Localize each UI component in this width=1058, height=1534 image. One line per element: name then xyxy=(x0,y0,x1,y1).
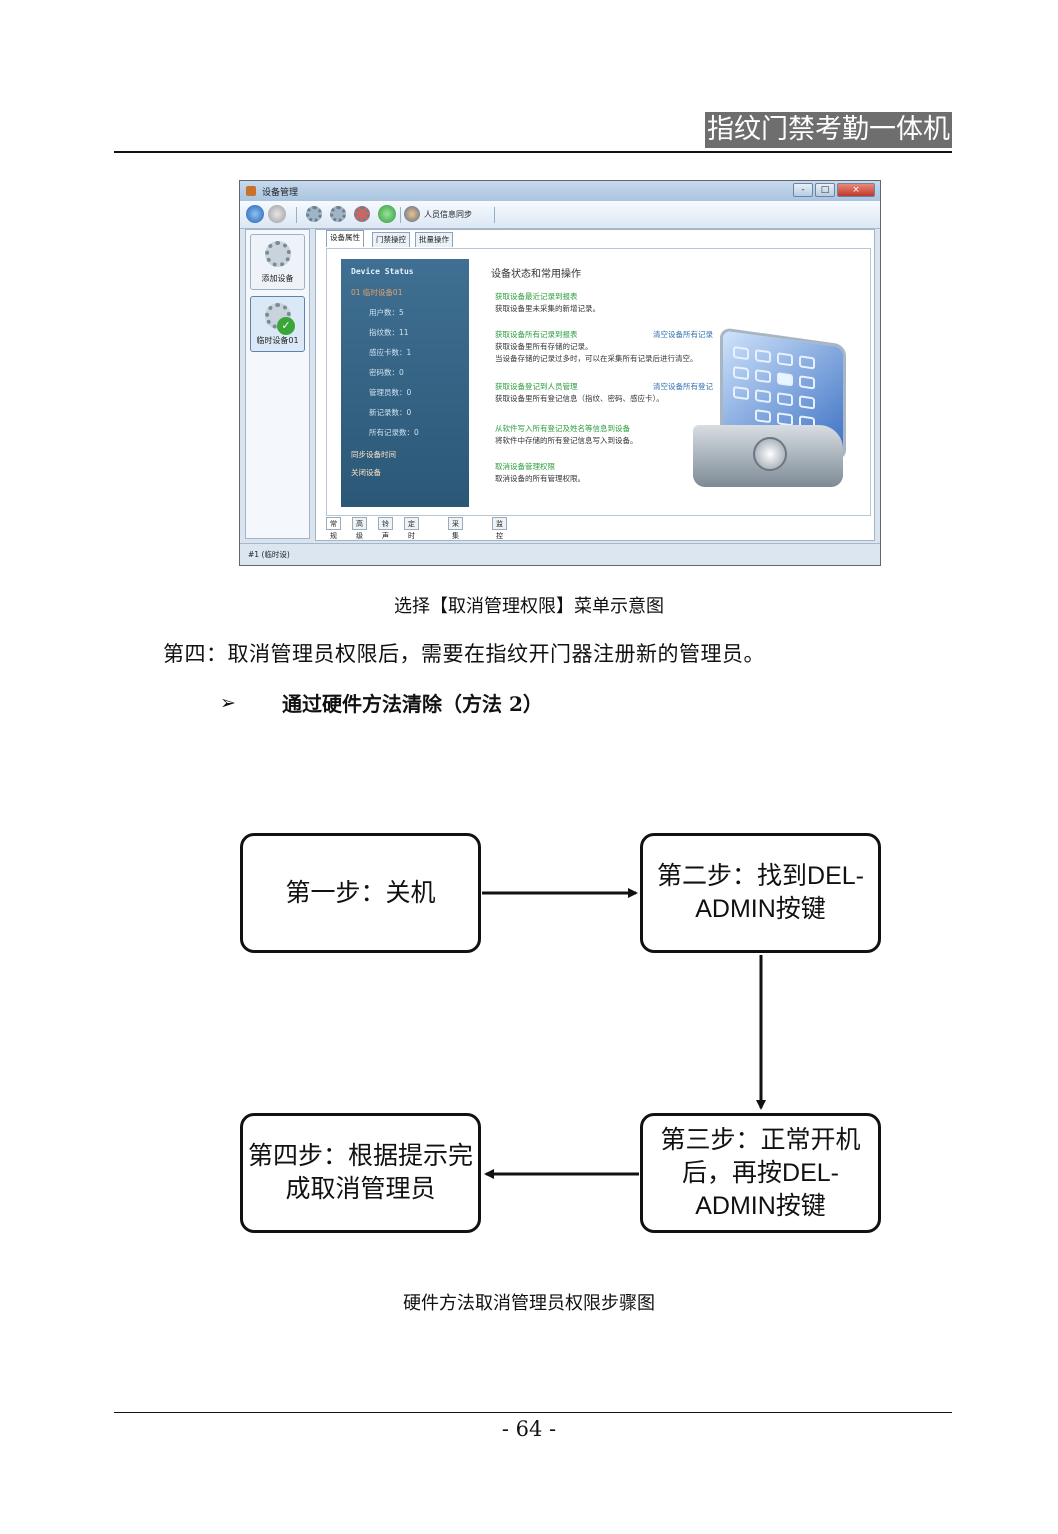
tab-content: Device Status 01 临时设备01 用户数：5 指纹数：11 感应卡… xyxy=(326,248,871,516)
temp-device-button[interactable]: ✓ 临时设备01 xyxy=(250,296,305,352)
bottom-tab-bell[interactable]: 铃声 xyxy=(378,517,393,540)
tab-batch-operations[interactable]: 批量操作 xyxy=(415,232,453,247)
header-rule xyxy=(114,151,952,153)
operations-panel: 设备状态和常用操作 获取设备最近记录到报表 获取设备里未采集的新增记录。 获取设… xyxy=(481,249,871,509)
method-subheading: 通过硬件方法清除（方法 2） xyxy=(282,692,543,716)
op-link-clear-records[interactable]: 清空设备所有记录 xyxy=(653,330,713,339)
user-sync-icon[interactable] xyxy=(404,206,420,222)
toolbar-separator xyxy=(494,207,495,223)
op-link-enrollments[interactable]: 获取设备登记到人员管理 xyxy=(495,382,578,391)
flow-step-2: 第二步：找到DEL-ADMIN按键 xyxy=(640,833,881,953)
add-device-label: 添加设备 xyxy=(261,274,294,283)
window-titlebar: 设备管理 - □ × xyxy=(240,181,880,201)
op-desc-recent-records: 获取设备里未采集的新增记录。 xyxy=(495,304,600,313)
op-link-recent-records[interactable]: 获取设备最近记录到报表 xyxy=(495,292,578,301)
op-link-write-to-device[interactable]: 从软件写入所有登记及姓名等信息到设备 xyxy=(495,424,630,433)
status-device-name[interactable]: 01 临时设备01 xyxy=(351,288,403,297)
main-pane: 设备属性 门禁操控 批量操作 Device Status 01 临时设备01 用… xyxy=(315,229,875,564)
status-admin-count: 管理员数：0 xyxy=(369,388,412,397)
device-search-icon[interactable] xyxy=(330,206,346,222)
temp-device-label: 临时设备01 xyxy=(256,336,299,345)
op-desc-enrollments: 获取设备里所有登记信息（指纹、密码、感应卡）。 xyxy=(495,394,664,403)
connected-check-icon: ✓ xyxy=(277,317,295,335)
flow-step-4: 第四步：根据提示完成取消管理员 xyxy=(240,1113,481,1233)
status-new-record-count: 新记录数：0 xyxy=(369,408,412,417)
add-device-button[interactable]: 添加设备 xyxy=(250,234,305,290)
tab-door-control[interactable]: 门禁操控 xyxy=(372,232,410,247)
status-heading: Device Status xyxy=(351,267,414,276)
bottom-tab-advanced[interactable]: 高级 xyxy=(352,517,367,540)
bottom-tab-monitor[interactable]: 监控 xyxy=(492,517,507,540)
fingerprint-device-illustration xyxy=(693,330,853,499)
status-fingerprint-count: 指纹数：11 xyxy=(369,328,409,337)
statusbar-text: #1 (临时设) xyxy=(248,550,290,559)
app-icon xyxy=(246,186,256,196)
tab-device-properties[interactable]: 设备属性 xyxy=(326,230,364,247)
refresh-icon[interactable] xyxy=(378,205,396,223)
footer-rule xyxy=(114,1412,952,1413)
toolbar: 人员信息同步 xyxy=(240,201,880,229)
fingerprint-sensor-icon xyxy=(753,437,787,471)
device-delete-icon[interactable] xyxy=(354,206,370,222)
maximize-button[interactable]: □ xyxy=(815,183,835,197)
sync-time-action[interactable]: 同步设备时间 xyxy=(351,450,396,459)
status-user-count: 用户数：5 xyxy=(369,308,404,317)
device-status-panel: Device Status 01 临时设备01 用户数：5 指纹数：11 感应卡… xyxy=(341,259,469,507)
toolbar-separator xyxy=(296,207,297,223)
body-paragraph: 第四：取消管理员权限后，需要在指纹开门器注册新的管理员。 xyxy=(163,642,765,666)
status-all-record-count: 所有记录数：0 xyxy=(369,428,419,437)
status-card-count: 感应卡数：1 xyxy=(369,348,412,357)
window-statusbar: #1 (临时设) xyxy=(240,543,880,565)
minimize-button[interactable]: - xyxy=(793,183,813,197)
flow-step-1: 第一步：关机 xyxy=(240,833,481,953)
user-sync-label[interactable]: 人员信息同步 xyxy=(424,210,472,219)
close-device-action[interactable]: 关闭设备 xyxy=(351,468,381,477)
op-desc-cancel-admin: 取消设备的所有管理权限。 xyxy=(495,474,585,483)
page-number: - 64 - xyxy=(501,1417,557,1441)
add-device-icon xyxy=(265,241,291,267)
running-header-title: 指纹门禁考勤一体机 xyxy=(705,112,952,148)
op-link-all-records[interactable]: 获取设备所有记录到报表 xyxy=(495,330,578,339)
op-link-clear-enrollments[interactable]: 清空设备所有登记 xyxy=(653,382,713,391)
toolbar-separator xyxy=(400,207,401,223)
bullet-arrow-icon: ➢ xyxy=(220,692,236,714)
window-title: 设备管理 xyxy=(262,188,299,198)
operations-title: 设备状态和常用操作 xyxy=(491,269,581,280)
device-manager-screenshot: 设备管理 - □ × 人员信息同步 添加设备 ✓ 临时设备01 设备属性 门禁操… xyxy=(239,180,881,566)
status-password-count: 密码数：0 xyxy=(369,368,404,377)
op-desc-all-records: 获取设备里所有存储的记录。 xyxy=(495,342,593,351)
flow-step-3: 第三步：正常开机后，再按DEL-ADMIN按键 xyxy=(640,1113,881,1233)
bottom-tab-general[interactable]: 常规 xyxy=(326,517,341,540)
op-desc-clear-records: 当设备存储的记录过多时，可以在采集所有记录后进行清空。 xyxy=(495,354,698,363)
device-sidebar: 添加设备 ✓ 临时设备01 xyxy=(245,229,310,539)
forward-icon[interactable] xyxy=(268,205,286,223)
close-button[interactable]: × xyxy=(837,183,875,197)
figure-caption-1: 选择【取消管理权限】菜单示意图 xyxy=(394,596,664,617)
op-link-cancel-admin[interactable]: 取消设备管理权限 xyxy=(495,462,555,471)
device-settings-icon[interactable] xyxy=(306,206,322,222)
back-icon[interactable] xyxy=(246,205,264,223)
figure-caption-2: 硬件方法取消管理员权限步骤图 xyxy=(403,1293,655,1314)
op-desc-write-to-device: 将软件中存储的所有登记信息写入到设备。 xyxy=(495,436,638,445)
